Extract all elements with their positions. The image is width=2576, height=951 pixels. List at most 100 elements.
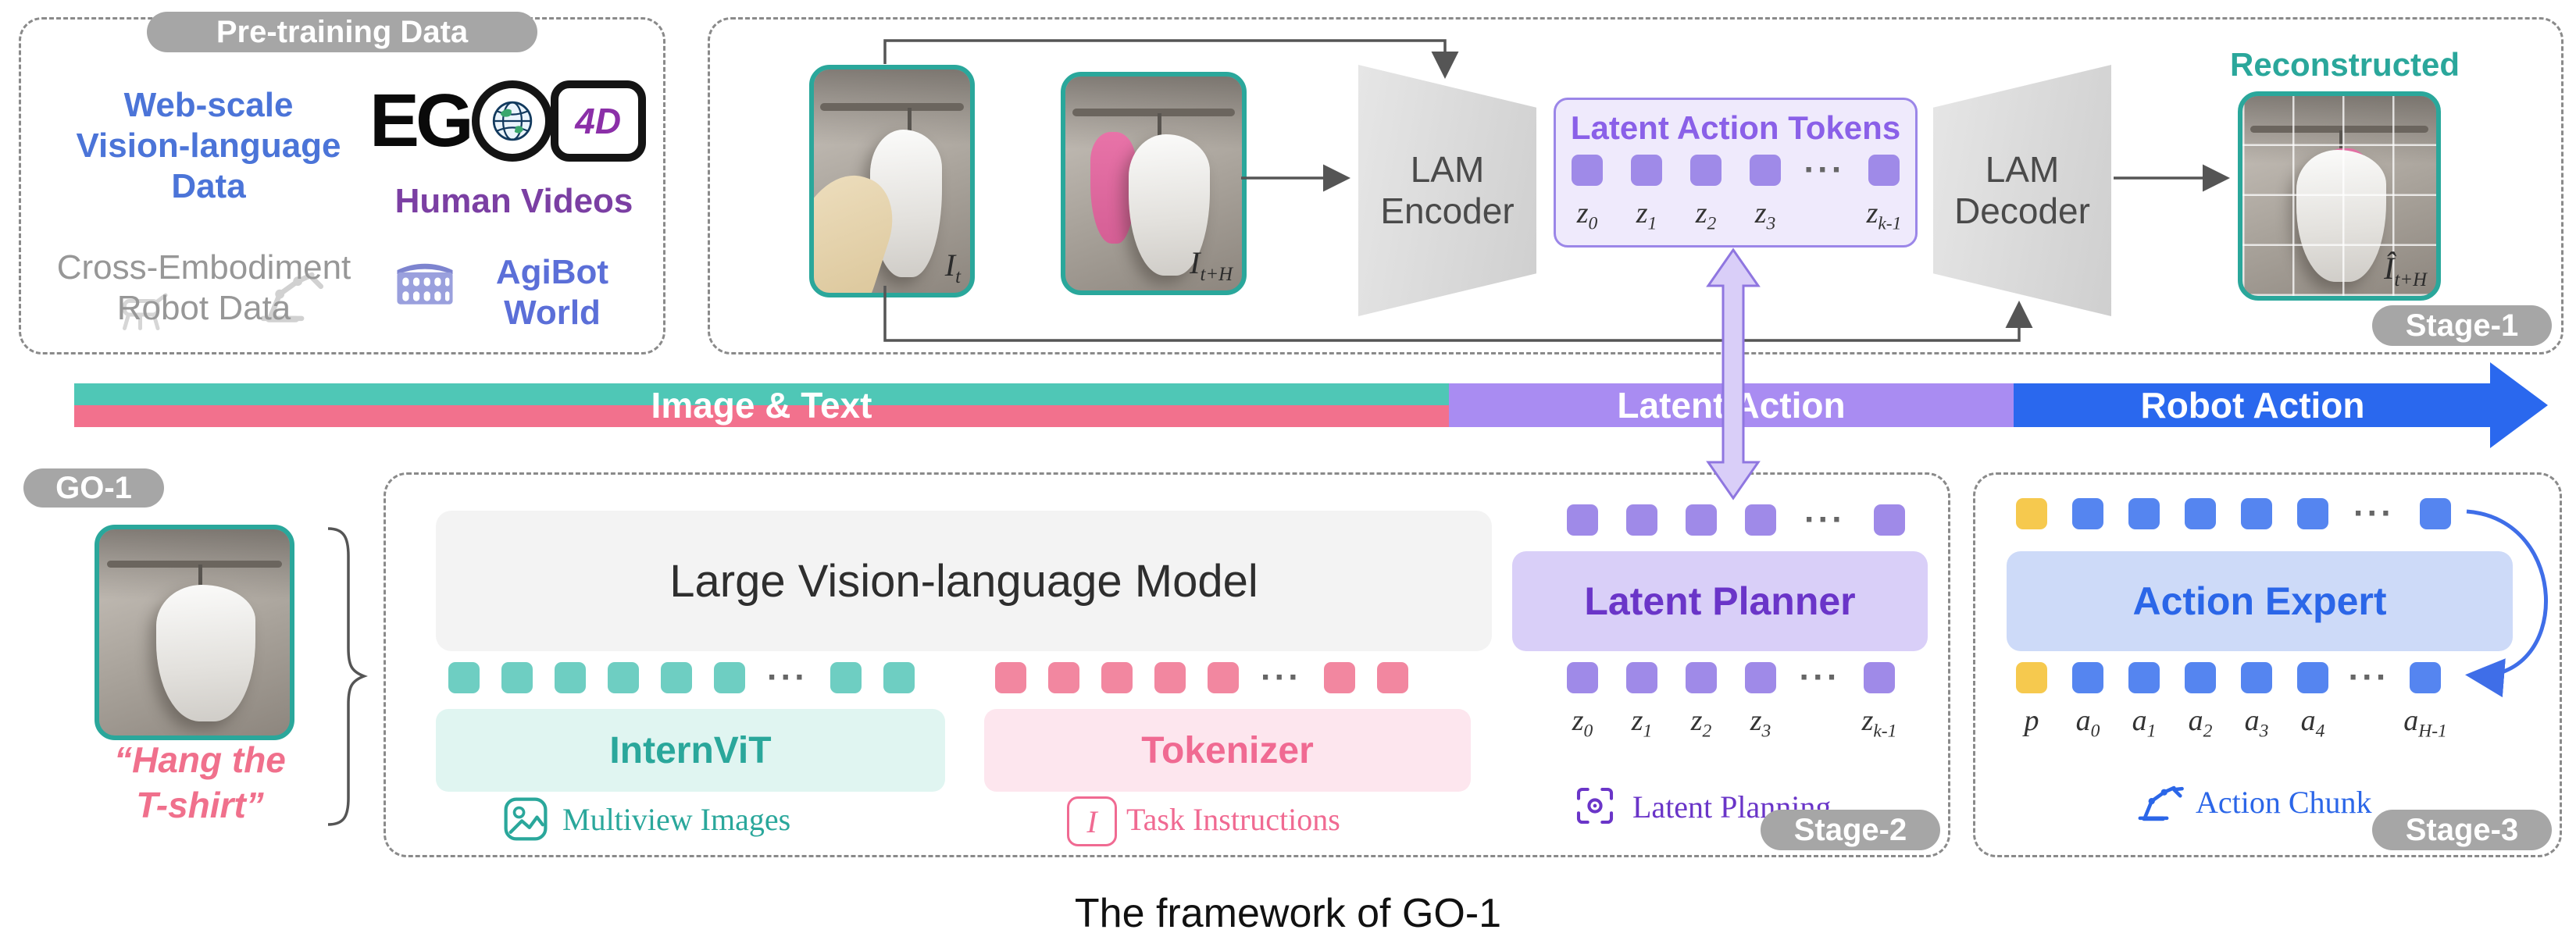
- pretraining-data-box: Pre-training Data Web-scale Vision-langu…: [19, 12, 665, 354]
- ellipsis: ···: [1804, 500, 1846, 539]
- pretraining-title-badge: Pre-training Data: [147, 12, 537, 52]
- planner-output-token-row: z0 z1 z2 z3 ··· zk-1: [1557, 658, 1904, 741]
- latent-token: [1626, 504, 1657, 536]
- token-col: ···: [1795, 658, 1845, 737]
- flowbar-robot-action-label: Robot Action: [2140, 385, 2365, 426]
- token-col: aH-1: [2400, 662, 2450, 741]
- token-col: a2: [2175, 662, 2225, 741]
- stage3-box: ··· Action Expert p a0 a1 a2 a3 a4 ··· a…: [1973, 472, 2562, 857]
- text-token: [1048, 662, 1079, 693]
- human-videos-label: Human Videos: [394, 182, 633, 220]
- token-col: z1: [1617, 662, 1667, 741]
- ellipsis: ···: [1261, 658, 1302, 696]
- ellipsis: ···: [2348, 658, 2390, 696]
- action-token: [2241, 498, 2272, 529]
- pink-garment: [1090, 132, 1136, 244]
- figure-caption: The framework of GO-1: [1074, 891, 1502, 936]
- closet-rail: [106, 560, 283, 568]
- stage3-badge: Stage-3: [2372, 810, 2552, 850]
- planner-input-token-row: ···: [1567, 500, 1905, 539]
- text-token: [1154, 662, 1186, 693]
- action-token: [2241, 662, 2272, 693]
- multiview-images-icon: [503, 796, 548, 846]
- action-token: [2072, 498, 2103, 529]
- text-token-row: ···: [995, 658, 1408, 696]
- latent-token: [1686, 504, 1717, 536]
- reconstructed-frame-label: Ît+H: [2384, 251, 2427, 290]
- vlm-label: Large Vision-language Model: [669, 555, 1258, 607]
- tokenizer-label: Tokenizer: [1141, 729, 1314, 771]
- go1-input-photo: [95, 525, 294, 740]
- stage2-box: Large Vision-language Model ··· ··· Inte…: [384, 472, 1950, 857]
- frame-t-plus-h-photo: It+H: [1061, 72, 1247, 295]
- go1-badge: GO-1: [23, 468, 164, 508]
- hanger-hook: [198, 564, 202, 592]
- ego4d-globe-icon: [471, 80, 553, 162]
- latent-planner-label: Latent Planner: [1584, 579, 1856, 623]
- image-token: [448, 662, 480, 693]
- ellipsis: ···: [2353, 494, 2395, 532]
- robot-arm-icon: [255, 262, 327, 328]
- token-col: z3: [1740, 155, 1790, 233]
- token-col: z3: [1736, 662, 1786, 741]
- action-token: [2297, 662, 2328, 693]
- vlm-box: Large Vision-language Model: [436, 511, 1492, 651]
- reconstruction-grid: [2242, 96, 2436, 296]
- action-token: [2128, 662, 2160, 693]
- action-token: [2128, 498, 2160, 529]
- token-col: a1: [2119, 662, 2169, 741]
- action-chunk-label: Action Chunk: [2196, 785, 2372, 820]
- flowbar-latent-action-label: Latent Action: [1617, 385, 1846, 426]
- hanger-hook: [908, 107, 912, 137]
- action-expert-label: Action Expert: [2132, 579, 2387, 623]
- token-col: a0: [2063, 662, 2113, 741]
- text-token: [995, 662, 1026, 693]
- action-token: [2072, 662, 2103, 693]
- ellipsis: ···: [767, 658, 808, 696]
- task-instructions-icon: I: [1067, 796, 1117, 846]
- reconstructed-label: Reconstructed: [2230, 46, 2460, 83]
- agibot-world-label: AgiBot World: [495, 253, 609, 332]
- image-token: [883, 662, 915, 693]
- token-col: z2: [1681, 155, 1731, 233]
- action-token: [2419, 498, 2451, 529]
- latent-planning-icon: [1573, 784, 1617, 832]
- frame-t-photo: It: [809, 65, 975, 297]
- stage1-badge: Stage-1: [2372, 305, 2552, 346]
- text-token: [1323, 662, 1355, 693]
- frame-t-plus-h-label: It+H: [1190, 245, 1233, 285]
- image-token: [661, 662, 692, 693]
- token-col: ···: [2344, 658, 2394, 737]
- token-col: a3: [2232, 662, 2282, 741]
- token-col: z0: [1562, 155, 1612, 233]
- internvit-box: InternViT: [436, 709, 945, 792]
- flowbar-image-text-label: Image & Text: [651, 385, 872, 426]
- latent-token: [1745, 662, 1776, 693]
- image-token: [501, 662, 533, 693]
- image-token: [608, 662, 639, 693]
- action-token: [2185, 498, 2216, 529]
- latent-action-tokens-title: Latent Action Tokens: [1570, 109, 1901, 146]
- ego4d-text: EG: [369, 79, 474, 162]
- token-col: zk-1: [1859, 155, 1909, 233]
- task-instruction-text: “Hang the T-shirt”: [114, 739, 286, 825]
- proprio-token: [2016, 498, 2047, 529]
- text-token: [1208, 662, 1239, 693]
- proprio-token: [2016, 662, 2047, 693]
- latent-planner-box: Latent Planner: [1512, 551, 1928, 651]
- ellipsis: ···: [1804, 151, 1846, 189]
- latent-token: [1868, 155, 1900, 186]
- image-token: [714, 662, 745, 693]
- lam-encoder: LAM Encoder: [1358, 65, 1536, 316]
- token-col: ···: [1800, 151, 1850, 230]
- token-col: zk-1: [1854, 662, 1904, 741]
- ego4d-logo: EG 4D: [369, 80, 646, 162]
- image-token: [830, 662, 862, 693]
- latent-token: [1572, 155, 1603, 186]
- closet-rail: [820, 102, 964, 111]
- latent-action-tokens-box: Latent Action Tokens z0 z1 z2 z3 ··· zk-…: [1554, 98, 1918, 248]
- token-col: z0: [1557, 662, 1607, 741]
- latent-token: [1690, 155, 1721, 186]
- latent-token: [1567, 662, 1598, 693]
